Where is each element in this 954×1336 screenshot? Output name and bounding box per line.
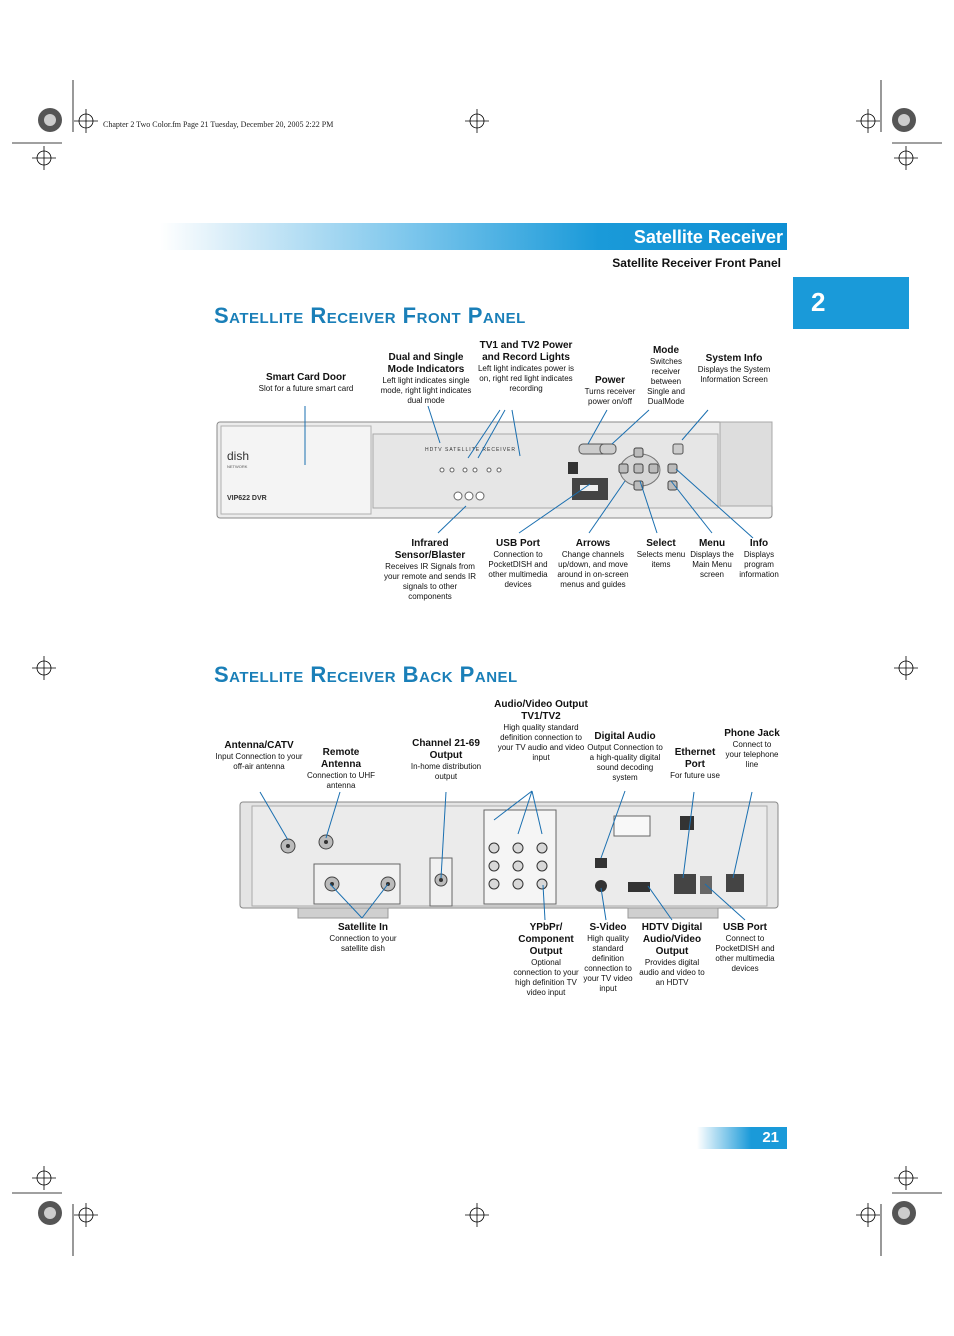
header-title: Satellite Receiver (633, 227, 783, 247)
page-number: 21 (762, 1129, 779, 1146)
print-info-line: Chapter 2 Two Color.fm Page 21 Tuesday, … (103, 120, 334, 129)
brand-sub: NETWORK (227, 464, 248, 469)
model-name: VIP622 DVR (227, 495, 267, 502)
chapter-number: 2 (811, 287, 826, 317)
header-bar: Satellite Receiver (160, 223, 787, 250)
back-panel-device (239, 801, 779, 919)
header-subtitle: Satellite Receiver Front Panel (612, 256, 781, 270)
front-panel-device: dish NETWORK VIP622 DVR HDTV SATELLITE R… (216, 421, 773, 519)
brand-logo: dish (227, 449, 249, 463)
registration-mark (30, 100, 70, 140)
panel-text: HDTV SATELLITE RECEIVER (425, 447, 516, 453)
page-number-bar: 21 (697, 1127, 787, 1149)
front-panel-title: Satellite Receiver Front Panel (214, 303, 526, 328)
registration-mark (884, 100, 924, 140)
chapter-tab: 2 (793, 277, 909, 329)
registration-mark (30, 1193, 70, 1233)
back-panel-title: Satellite Receiver Back Panel (214, 662, 518, 687)
registration-mark (884, 1193, 924, 1233)
